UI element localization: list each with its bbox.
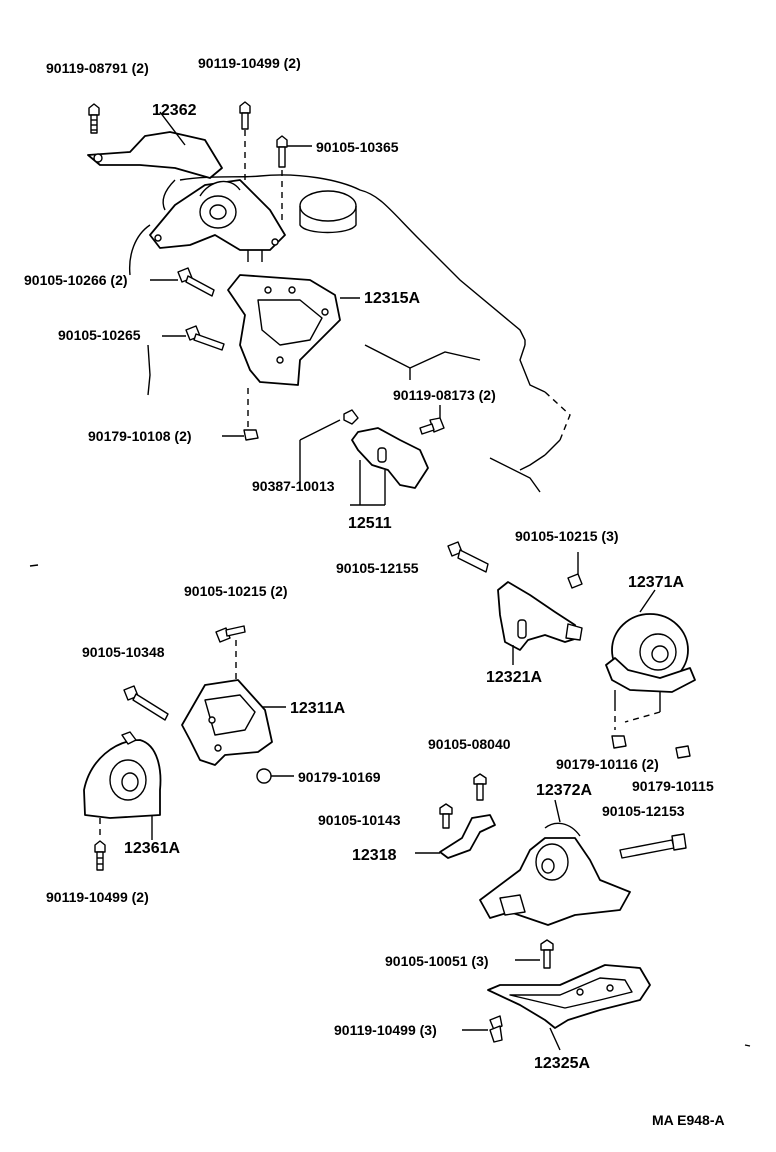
label-90105-10051: 90105-10051 (3) <box>385 953 489 969</box>
label-90119-08791: 90119-08791 (2) <box>46 60 149 76</box>
engine-outline <box>128 174 571 493</box>
label-12318: 12318 <box>352 847 397 864</box>
bolt-90105-12155-icon <box>447 541 489 573</box>
edge-mark <box>744 1044 751 1047</box>
nut-90179-10115-icon <box>675 745 691 759</box>
label-12371A: 12371A <box>628 574 684 591</box>
bolt-90119-08791-icon <box>88 103 100 134</box>
bolt-90105-10215-3-icon <box>567 552 583 589</box>
label-90105-12155: 90105-12155 <box>336 560 419 576</box>
label-12372A: 12372A <box>536 782 592 799</box>
bolt-90119-08173-icon <box>419 405 445 435</box>
drawing-reference: MA E948-A <box>652 1112 725 1128</box>
label-90119-08173: 90119-08173 (2) <box>393 387 496 403</box>
label-90179-10116: 90179-10116 (2) <box>556 756 659 772</box>
label-90105-10215-3: 90105-10215 (3) <box>515 528 619 544</box>
label-90179-10115: 90179-10115 <box>632 778 714 794</box>
bolt-90105-10215-2-icon <box>215 625 246 690</box>
label-90119-10499-top: 90119-10499 (2) <box>198 55 301 71</box>
bolt-90105-10348-icon <box>123 685 169 721</box>
bracket-12311A <box>181 679 286 766</box>
bracket-12362 <box>87 111 223 179</box>
engine-mount-12372A <box>479 799 631 926</box>
bolt-90105-10266-icon <box>150 267 215 297</box>
label-12315A: 12315A <box>364 290 420 307</box>
label-12511: 12511 <box>348 515 392 532</box>
label-90105-10348: 90105-10348 <box>82 644 165 660</box>
engine-mount-12361A <box>83 731 162 840</box>
nut-90179-10116-icon <box>611 735 627 749</box>
label-90105-10143: 90105-10143 <box>318 812 401 828</box>
edge-mark <box>29 564 39 567</box>
label-12362: 12362 <box>152 102 197 119</box>
bracket-12318 <box>415 814 496 859</box>
bolt-90119-10499-br-icon <box>462 1015 503 1043</box>
engine-mount-12371A <box>605 589 696 730</box>
bolt-90119-10499-top-icon <box>239 101 251 185</box>
label-90179-10169: 90179-10169 <box>298 769 381 785</box>
bolt-90105-12153-icon <box>619 833 687 859</box>
bracket-12511 <box>299 409 429 506</box>
bracket-12325A <box>487 964 651 1051</box>
bracket-12321A <box>497 581 583 665</box>
label-90387-10013: 90387-10013 <box>252 478 335 494</box>
bolt-90105-10265-icon <box>147 325 225 396</box>
label-12325A: 12325A <box>534 1055 590 1072</box>
bolt-90105-10051-icon <box>515 939 554 969</box>
label-90105-10265: 90105-10265 <box>58 327 141 343</box>
label-90119-10499-bl: 90119-10499 (2) <box>46 889 149 905</box>
label-90179-10108: 90179-10108 (2) <box>88 428 192 444</box>
label-90119-10499-br: 90119-10499 (3) <box>334 1022 437 1038</box>
label-90105-08040: 90105-08040 <box>428 736 511 752</box>
bolt-90105-08040-icon <box>473 773 487 801</box>
label-90105-10266: 90105-10266 (2) <box>24 272 128 288</box>
nut-90179-10108-icon <box>222 429 259 441</box>
label-90105-10215-2: 90105-10215 (2) <box>184 583 288 599</box>
label-12361A: 12361A <box>124 840 180 857</box>
bolt-90105-10143-icon <box>439 803 453 829</box>
engine-mount-12362 <box>149 179 286 262</box>
nut-90179-10169-icon <box>256 768 294 784</box>
bolt-90119-10499-bl-icon <box>94 818 106 871</box>
label-12311A: 12311A <box>290 700 346 717</box>
bolt-90105-10365-icon <box>276 135 312 225</box>
bracket-12315A <box>227 274 360 428</box>
label-90105-12153: 90105-12153 <box>602 803 685 819</box>
label-12321A: 12321A <box>486 669 542 686</box>
label-90105-10365: 90105-10365 <box>316 139 399 155</box>
